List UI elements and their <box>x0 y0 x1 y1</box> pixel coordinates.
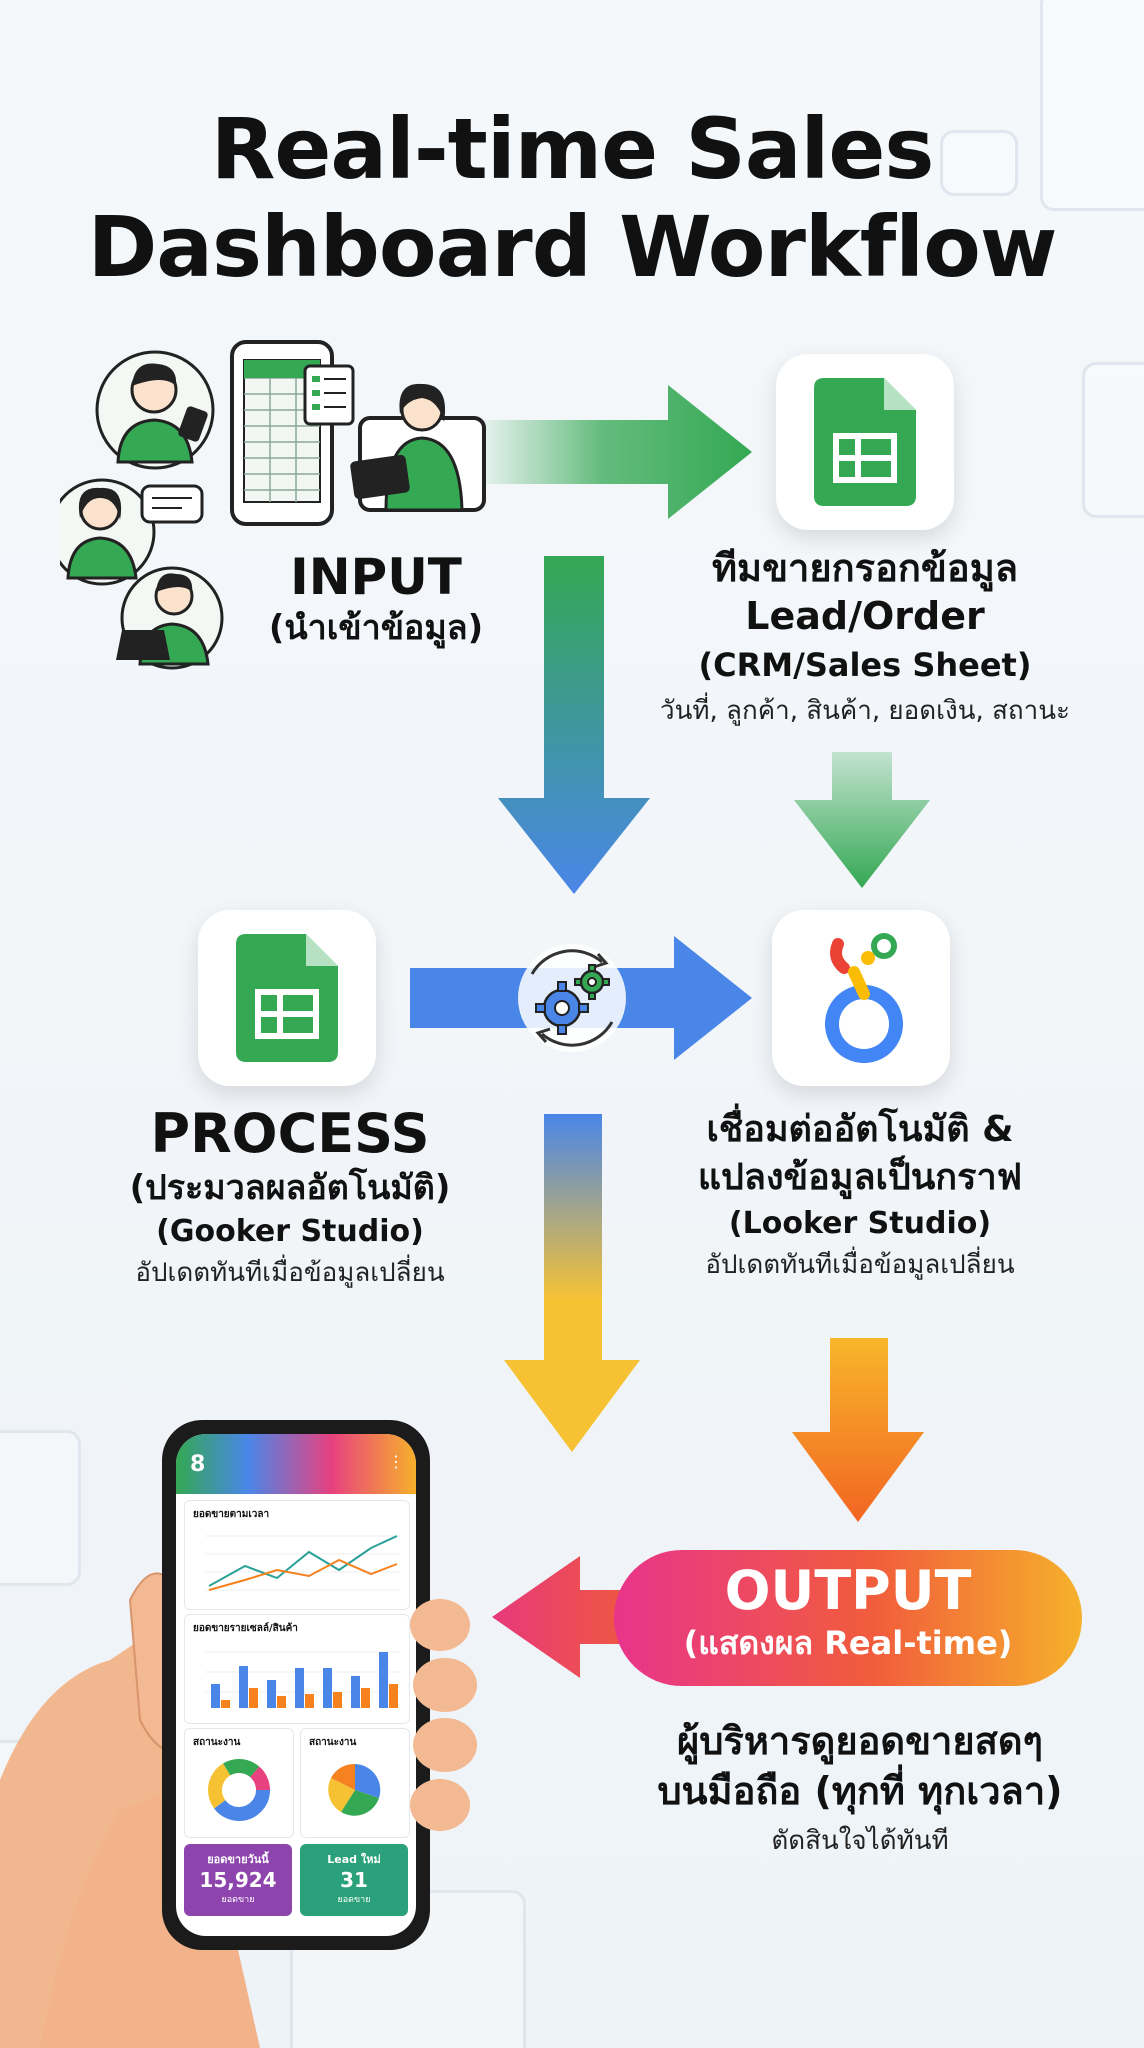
google-sheets-app-card <box>776 354 954 530</box>
page-title: Real-time Sales Dashboard Workflow <box>0 100 1144 296</box>
kpi-new-leads-label: Lead ใหม่ <box>327 1853 381 1866</box>
process-label-block: PROCESS (ประมวลผลอัตโนมัติ) (Gooker Stud… <box>60 1102 520 1290</box>
process-sublabel: (ประมวลผลอัตโนมัติ) <box>129 1168 451 1208</box>
output-label: OUTPUT <box>724 1559 972 1622</box>
gear-sync-icon <box>518 944 626 1052</box>
process-label: PROCESS <box>150 1102 430 1165</box>
background-chart-icon <box>940 130 1018 196</box>
sales-line-chart <box>205 1535 400 1591</box>
background-card-left <box>0 1430 81 1586</box>
title-line-2: Dashboard Workflow <box>87 198 1058 296</box>
more-icon[interactable]: ⋮ <box>388 1452 404 1471</box>
looker-studio-icon <box>825 933 903 1063</box>
sales-entry-line1: ทีมขายกรอกข้อมูล <box>711 546 1019 590</box>
google-sheets-icon <box>814 378 916 506</box>
arrow-input-to-process <box>498 556 650 894</box>
arrow-input-to-sheet <box>480 385 752 519</box>
google-sheets-icon <box>236 934 338 1062</box>
input-label-block: INPUT (นำเข้าข้อมูล) <box>236 548 516 650</box>
looker-studio-app-card <box>772 910 950 1086</box>
sales-by-rep-title: ยอดขายรายเซลล์/สินค้า <box>193 1623 298 1634</box>
status-card-1-title: สถานะงาน <box>193 1737 241 1748</box>
status-pie-chart <box>328 1763 381 1816</box>
team-member-icon <box>116 566 224 670</box>
title-line-1: Real-time Sales <box>210 100 935 198</box>
kpi-sales-today-unit: ยอดขาย <box>221 1895 255 1905</box>
background-card-right <box>1082 362 1144 518</box>
status-card-1: สถานะงาน <box>184 1728 294 1838</box>
dashboard-header: 8 ⋮ <box>176 1434 416 1494</box>
sales-over-time-title: ยอดขายตามเวลา <box>193 1509 270 1520</box>
output-pill <box>614 1550 1082 1686</box>
team-member-icon <box>60 478 204 586</box>
process-tool: (Gooker Studio) <box>156 1214 424 1249</box>
arrow-output-to-phone <box>492 1556 640 1678</box>
spreadsheet-device-icon <box>230 340 355 526</box>
sales-by-rep-card: ยอดขายรายเซลล์/สินค้า <box>184 1614 410 1724</box>
process-sheets-app-card <box>198 910 376 1086</box>
input-team-illustration <box>60 340 486 670</box>
sales-entry-fields: วันที่, ลูกค้า, สินค้า, ยอดเงิน, สถานะ <box>660 696 1070 726</box>
output-label-block: OUTPUT (แสดงผล Real-time) <box>614 1560 1082 1664</box>
output-line2: บนมือถือ (ทุกที่ ทุกเวลา) <box>657 1769 1063 1813</box>
output-line1: ผู้บริหารดูยอดขายสดๆ <box>677 1719 1043 1763</box>
connect-label-block: เชื่อมต่ออัตโนมัติ & แปลงข้อมูลเป็นกราฟ … <box>630 1106 1090 1282</box>
sales-entry-line2: Lead/Order <box>745 594 985 638</box>
arrow-sheet-to-looker <box>794 752 930 888</box>
sales-bar-chart <box>205 1651 400 1708</box>
arrow-process-down <box>504 1114 640 1452</box>
team-member-icon <box>95 350 215 470</box>
looker-logo-icon: 8 <box>190 1452 206 1477</box>
phone-screen: 8 ⋮ ยอดขายตามเวลา ยอดขายรายเซลล์/สินค้า <box>176 1434 416 1936</box>
kpi-sales-today-label: ยอดขายวันนี้ <box>207 1853 269 1866</box>
sales-entry-tool: (CRM/Sales Sheet) <box>698 646 1032 684</box>
output-note: ตัดสินใจได้ทันที <box>771 1826 949 1856</box>
background-card-top-right <box>1040 0 1144 211</box>
kpi-new-leads-value: 31 <box>340 1868 368 1892</box>
sales-entry-block: ทีมขายกรอกข้อมูล Lead/Order (CRM/Sales S… <box>620 544 1110 728</box>
process-note: อัปเดตทันทีเมื่อข้อมูลเปลี่ยน <box>135 1258 445 1288</box>
team-member-icon <box>350 383 486 512</box>
kpi-sales-today-value: 15,924 <box>199 1868 277 1892</box>
arrow-looker-to-output <box>792 1338 924 1522</box>
kpi-new-leads-unit: ยอดขาย <box>337 1895 371 1905</box>
status-card-2-title: สถานะงาน <box>309 1737 357 1748</box>
output-sublabel: (แสดงผล Real-time) <box>683 1624 1013 1662</box>
connect-note: อัปเดตทันทีเมื่อข้อมูลเปลี่ยน <box>705 1250 1015 1280</box>
connect-line2: แปลงข้อมูลเป็นกราฟ <box>697 1157 1023 1198</box>
kpi-new-leads: Lead ใหม่ 31 ยอดขาย <box>300 1844 408 1916</box>
input-label: INPUT <box>290 548 462 606</box>
sales-over-time-card: ยอดขายตามเวลา <box>184 1500 410 1610</box>
kpi-sales-today: ยอดขายวันนี้ 15,924 ยอดขาย <box>184 1844 292 1916</box>
status-card-2: สถานะงาน <box>300 1728 410 1838</box>
status-donut-chart <box>208 1759 270 1821</box>
connect-tool: (Looker Studio) <box>728 1206 992 1241</box>
output-description: ผู้บริหารดูยอดขายสดๆ บนมือถือ (ทุกที่ ทุ… <box>600 1716 1120 1858</box>
connect-line1: เชื่อมต่ออัตโนมัติ & <box>706 1109 1014 1150</box>
input-sublabel: (นำเข้าข้อมูล) <box>268 608 484 648</box>
